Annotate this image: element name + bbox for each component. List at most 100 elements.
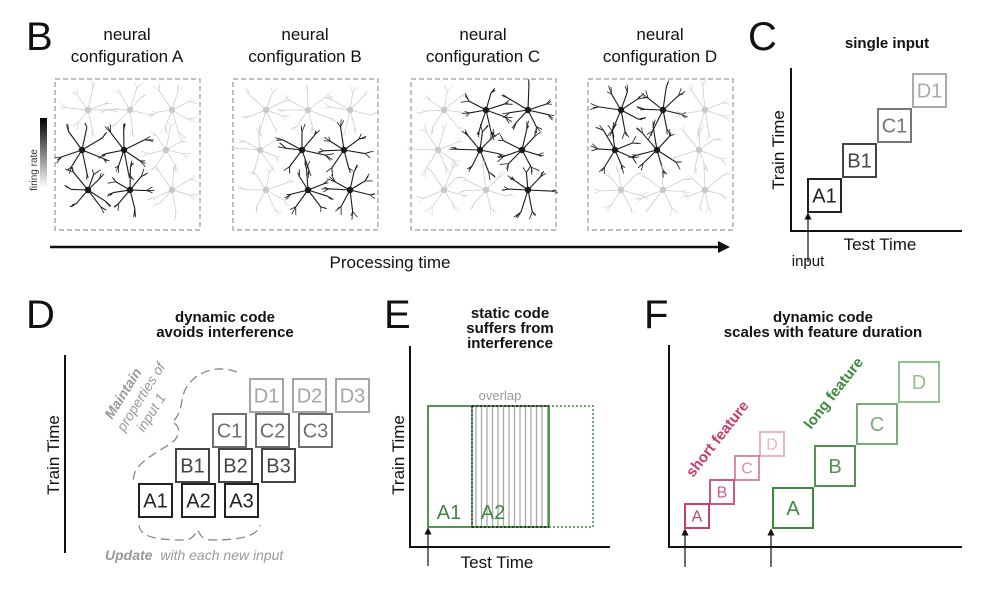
dendrite xyxy=(443,168,453,191)
dendrite-branch xyxy=(632,157,636,163)
overlap-label: overlap xyxy=(479,388,522,403)
dendrite xyxy=(437,149,453,161)
dendrite xyxy=(349,109,371,116)
dendrite-branch xyxy=(611,123,617,132)
dendrite xyxy=(265,189,284,201)
firing-rate-label: firing rate xyxy=(29,149,40,191)
dendrite-branch xyxy=(323,187,330,190)
dendrite-branch xyxy=(464,111,470,114)
dendrite xyxy=(307,189,328,197)
panel-c-input-label: input xyxy=(792,253,825,270)
dendrite-branch xyxy=(628,154,637,159)
dendrite-branch xyxy=(308,169,312,176)
dendrite xyxy=(171,170,174,191)
dendrite-branch xyxy=(641,127,643,134)
dendrite-branch xyxy=(117,88,122,95)
panel-f: F dynamic code scales with feature durat… xyxy=(644,293,962,567)
dendrite-branch xyxy=(149,112,157,118)
dendrite-branch xyxy=(130,160,133,167)
dendrite-branch xyxy=(507,163,509,172)
dendrite-branch xyxy=(154,164,160,172)
dendrite-branch xyxy=(607,125,613,132)
dendrite-branch xyxy=(694,166,697,175)
dendrite xyxy=(443,95,462,111)
dendrite-branch xyxy=(611,122,615,131)
dendrite xyxy=(647,178,664,191)
dendrite-branch xyxy=(590,103,599,108)
dendrite xyxy=(282,139,303,151)
dendrite-branch xyxy=(259,130,263,139)
d-box-d1-text: D1 xyxy=(254,386,280,408)
dendrite-branch xyxy=(665,82,669,88)
dendrite-branch xyxy=(275,209,282,214)
dendrite xyxy=(597,148,616,151)
long-box-a-frame xyxy=(772,487,814,529)
dendrite-branch xyxy=(189,176,197,180)
dendrite-branch xyxy=(704,164,709,173)
dendrite-branch xyxy=(720,194,726,201)
dendrite-branch xyxy=(452,159,461,163)
dendrite xyxy=(430,170,445,191)
dendrite xyxy=(527,189,533,212)
maintain-annotation: Maintain properties of input 1 xyxy=(101,358,169,435)
dendrite xyxy=(307,97,326,111)
dendrite-branch xyxy=(303,86,308,92)
dendrite-branch xyxy=(59,102,67,108)
d-box-a2-frame xyxy=(181,483,216,518)
dendrite-branch xyxy=(630,208,637,214)
dendrite-branch xyxy=(240,186,246,190)
dendrite-branch xyxy=(678,93,684,96)
d-box-a1-text: A1 xyxy=(143,491,167,513)
dendrite-branch xyxy=(722,173,731,176)
dendrite-branch xyxy=(182,153,188,160)
neuron xyxy=(141,121,191,174)
dendrite-branch xyxy=(641,172,648,179)
dendrite xyxy=(527,86,530,111)
dendrite xyxy=(485,109,506,118)
dendrite-branch xyxy=(268,166,275,173)
dendrite xyxy=(72,171,89,191)
dendrite-branch xyxy=(100,206,105,214)
dendrite-branch xyxy=(330,117,337,122)
dendrite-branch xyxy=(283,166,290,171)
dendrite-branch xyxy=(624,131,627,136)
dendrite-branch xyxy=(418,110,426,115)
dendrite-branch xyxy=(101,132,107,139)
dendrite xyxy=(437,149,446,167)
dendrite-branch xyxy=(427,95,431,101)
dendrite xyxy=(330,106,351,111)
dendrite xyxy=(603,130,616,151)
dendrite-branch xyxy=(456,137,462,143)
neuron xyxy=(277,84,337,135)
dendrite-branch xyxy=(103,158,110,162)
long-box-c-frame xyxy=(856,403,898,445)
dendrite xyxy=(87,109,93,130)
dendrite-branch xyxy=(682,124,685,133)
dendrite-branch xyxy=(317,150,324,153)
dendrite-branch xyxy=(170,121,177,128)
dendrite xyxy=(648,189,664,209)
dendrite xyxy=(677,149,700,157)
dendrite xyxy=(349,92,354,111)
dendrite-branch xyxy=(354,126,358,132)
dendrite xyxy=(467,180,487,191)
dendrite-branch xyxy=(722,102,730,105)
dendrite-branch xyxy=(323,106,331,109)
dendrite-branch xyxy=(276,139,283,141)
dendrite-branch xyxy=(306,160,311,170)
dendrite xyxy=(611,109,622,131)
dendrite-branch xyxy=(531,211,536,217)
dendrite-branch xyxy=(153,132,157,137)
dendrite-branch xyxy=(340,120,345,128)
dendrite-branch xyxy=(152,202,161,207)
dendrite-branch xyxy=(188,100,195,103)
d-box-c3: C3 xyxy=(298,413,333,448)
dendrite xyxy=(289,149,303,168)
dendrite-branch xyxy=(458,190,466,194)
dendrite-branch xyxy=(324,136,331,142)
dendrite xyxy=(604,149,616,168)
dendrite-branch xyxy=(662,169,666,175)
dendrite-branch xyxy=(480,163,484,169)
